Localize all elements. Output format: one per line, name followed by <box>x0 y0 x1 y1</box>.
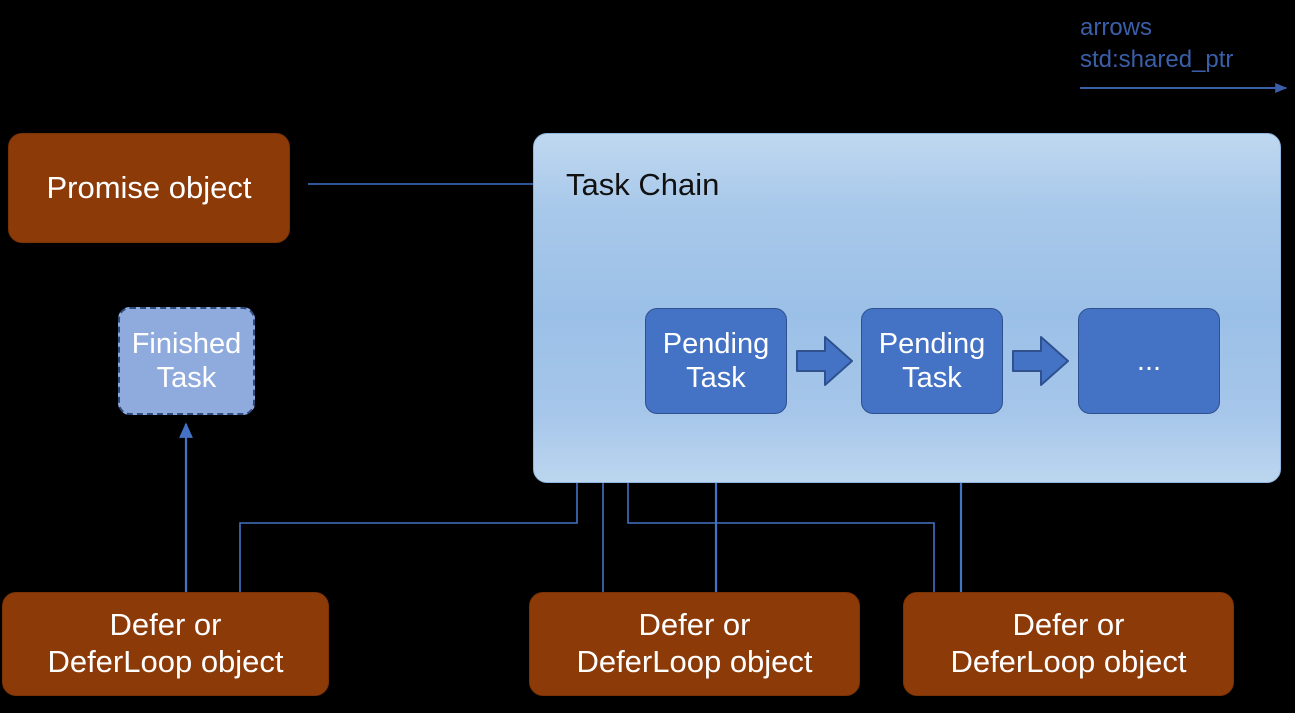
pending-task-2-label: Pending Task <box>878 327 986 394</box>
defer-object-1-label: Defer or DeferLoop object <box>47 607 284 679</box>
ellipsis-task-node[interactable]: ... <box>1078 308 1220 414</box>
pending-task-2-node[interactable]: Pending Task <box>861 308 1003 414</box>
legend-line-2: std:shared_ptr <box>1080 45 1234 73</box>
defer-object-3-node[interactable]: Defer or DeferLoop object <box>903 592 1234 696</box>
legend-line-1: arrows <box>1080 14 1153 41</box>
defer-object-2-label: Defer or DeferLoop object <box>576 607 813 679</box>
defer-object-2-node[interactable]: Defer or DeferLoop object <box>529 592 860 696</box>
promise-object-label: Promise object <box>46 169 252 205</box>
chain-arrow-2-icon <box>1012 336 1069 386</box>
finished-task-label: Finished Task <box>131 327 242 394</box>
promise-object-node[interactable]: Promise object <box>8 133 290 243</box>
edge-defer-1-to-task-chain <box>239 215 582 592</box>
finished-task-node[interactable]: Finished Task <box>118 307 255 415</box>
ellipsis-task-label: ... <box>1136 344 1162 377</box>
defer-object-3-label: Defer or DeferLoop object <box>950 607 1187 679</box>
pending-task-1-node[interactable]: Pending Task <box>645 308 787 414</box>
chain-arrow-1-icon <box>796 336 853 386</box>
legend: arrows std:shared_ptr <box>1080 12 1285 76</box>
task-chain-title: Task Chain <box>566 167 720 202</box>
defer-object-1-node[interactable]: Defer or DeferLoop object <box>2 592 329 696</box>
pending-task-1-label: Pending Task <box>662 327 770 394</box>
